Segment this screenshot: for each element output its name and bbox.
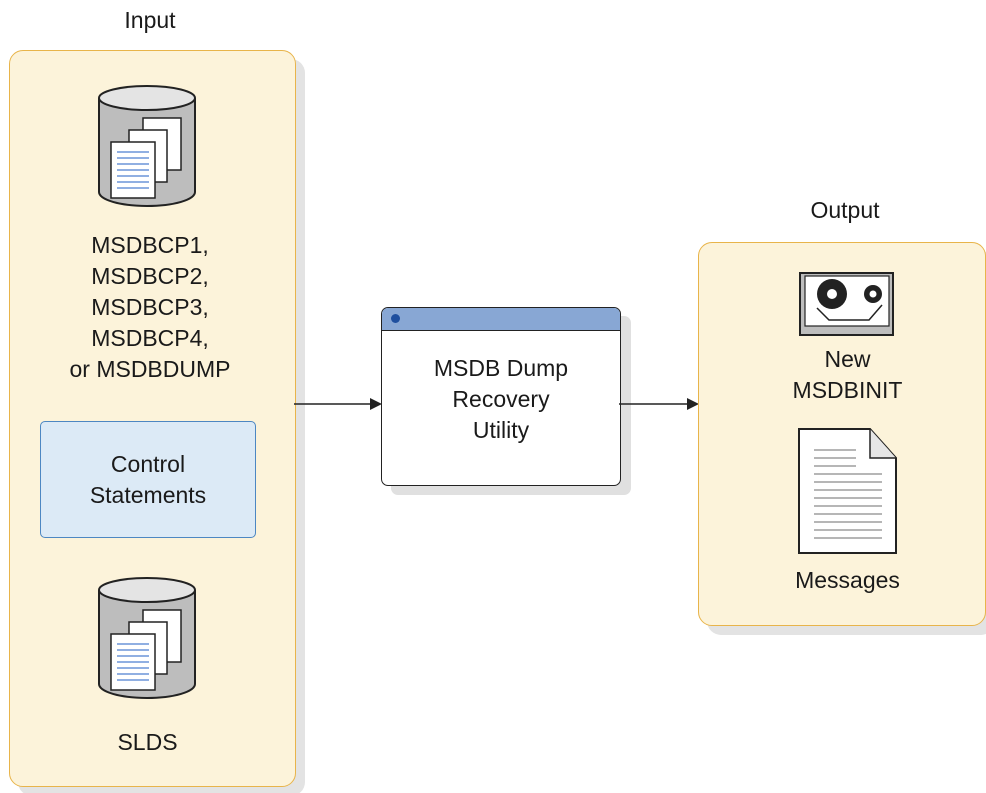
input-title: Input <box>124 7 176 33</box>
input-dataset-label: MSDBCP1, MSDBCP2, MSDBCP3, MSDBCP4, or M… <box>40 230 260 385</box>
msdbinit-line: MSDBINIT <box>792 377 903 403</box>
disk-stack-icon <box>98 577 196 699</box>
msdbinit-line: New <box>824 346 871 372</box>
utility-line: Utility <box>472 417 530 443</box>
dataset-line: or MSDBDUMP <box>69 356 231 382</box>
msdb-dump-recovery-utility-box: MSDB Dump Recovery Utility <box>381 307 621 486</box>
messages-label: Messages <box>795 567 900 593</box>
utility-label: MSDB Dump Recovery Utility <box>382 331 620 446</box>
new-msdbinit-label: New MSDBINIT <box>765 344 930 406</box>
document-icon <box>798 428 897 554</box>
dataset-line: MSDBCP2, <box>91 263 209 289</box>
dataset-line: MSDBCP1, <box>91 232 209 258</box>
arrow-input-to-utility <box>294 398 382 410</box>
arrow-utility-to-output <box>619 398 699 410</box>
disk-stack-icon <box>98 85 196 207</box>
dataset-line: MSDBCP3, <box>91 294 209 320</box>
slds-label: SLDS <box>117 729 178 755</box>
control-statements-box: Control Statements <box>40 421 256 538</box>
window-titlebar <box>382 308 620 331</box>
output-title: Output <box>810 197 880 223</box>
control-statements-line: Control <box>110 450 186 477</box>
tape-reel-icon <box>799 272 894 336</box>
window-dot-icon <box>391 314 400 323</box>
dataset-line: MSDBCP4, <box>91 325 209 351</box>
control-statements-line: Statements <box>89 481 207 508</box>
utility-line: Recovery <box>452 386 550 412</box>
utility-line: MSDB Dump <box>433 355 569 381</box>
